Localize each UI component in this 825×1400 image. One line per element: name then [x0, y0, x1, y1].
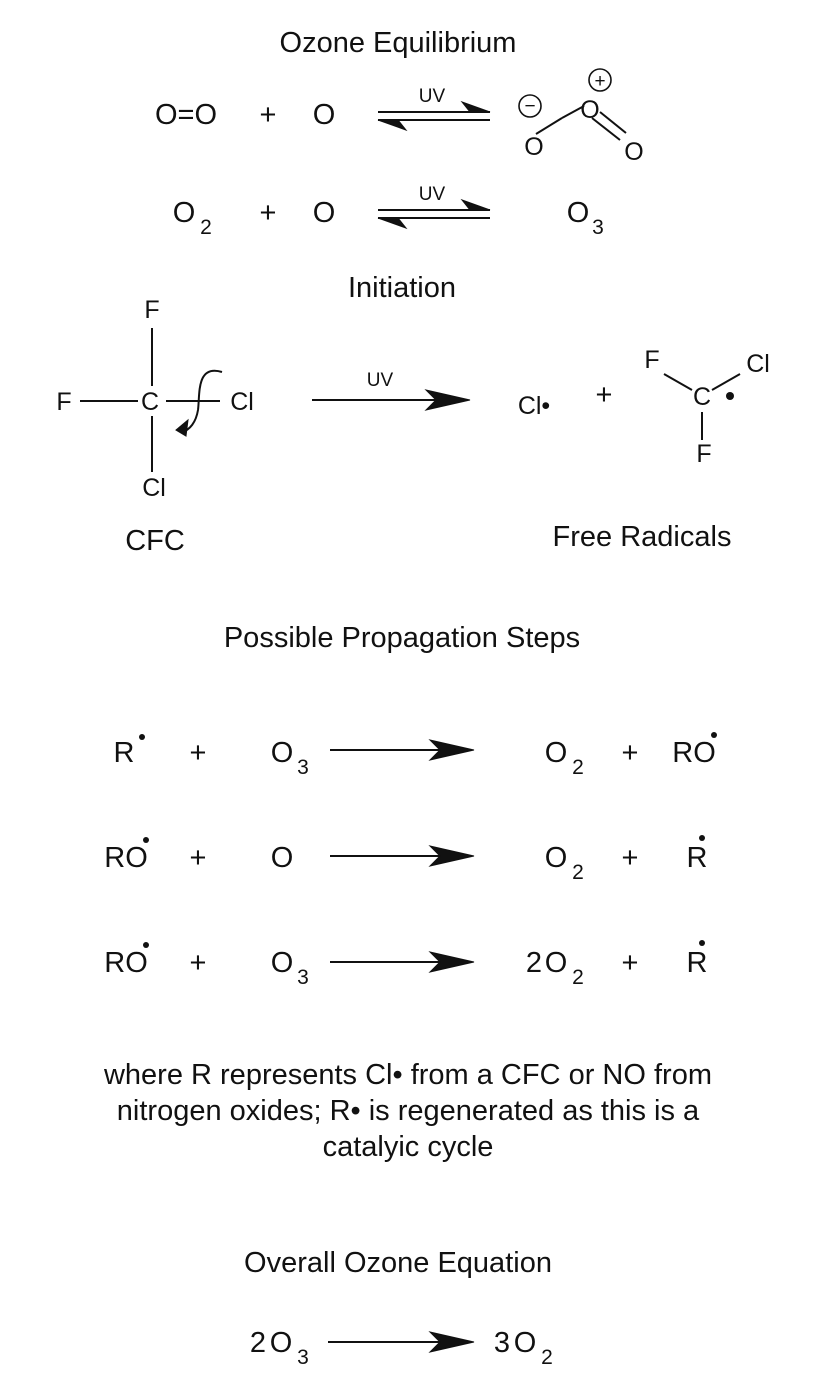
dioxygen-structure: O=O — [155, 99, 217, 131]
reactant-ozone-subscript: 3 — [297, 756, 309, 779]
product-radical: R — [687, 842, 708, 874]
free-radicals-label: Free Radicals — [553, 521, 732, 553]
reaction-arrow-icon — [312, 389, 471, 411]
plus-sign: + — [190, 947, 207, 979]
product-o2: O — [545, 737, 568, 769]
positive-charge-icon — [588, 68, 612, 92]
product-radical: RO — [672, 737, 716, 769]
reactant-ozone: O — [271, 737, 294, 769]
radical-carbon: C — [693, 383, 711, 411]
negative-charge: − — [524, 96, 535, 117]
radical-dot-icon — [699, 835, 705, 841]
radical-dot-icon — [139, 734, 145, 740]
uv-label: UV — [367, 370, 394, 391]
cfc-cl-right: Cl — [230, 388, 254, 416]
reaction-arrow-icon — [330, 951, 475, 973]
o3-symbol: O — [567, 197, 590, 229]
propagation-note: where R represents Cl• from a CFC or NO … — [103, 1059, 712, 1163]
ozone-o-right: O — [624, 138, 643, 166]
equilibrium-arrow-icon — [377, 100, 491, 132]
radical-cl: Cl — [746, 350, 770, 378]
cfc-cl-bottom: Cl — [142, 474, 166, 502]
product-o2: O — [545, 842, 568, 874]
o2-symbol: O — [173, 197, 196, 229]
overall-right-oxygen: O — [514, 1327, 537, 1359]
reaction-arrow-icon — [328, 1331, 475, 1353]
cfc-structure: F F C Cl Cl — [56, 296, 253, 502]
overall-right-coefficient: 3 — [494, 1327, 510, 1359]
propagation-step-3: RO + O 3 2 O 2 + R — [104, 940, 707, 989]
product-coefficient: 2 — [526, 947, 542, 979]
reactant-oxygen: O — [271, 842, 294, 874]
reaction-arrow-icon — [330, 739, 475, 761]
reactant-radical: RO — [104, 842, 148, 874]
plus-sign: + — [260, 99, 277, 131]
uv-label: UV — [419, 86, 446, 107]
overall-left-coefficient: 2 — [250, 1327, 266, 1359]
plus-sign: + — [622, 842, 639, 874]
product-o2-subscript: 2 — [572, 861, 584, 884]
plus-sign: + — [190, 737, 207, 769]
product-o2: O — [545, 947, 568, 979]
oxygen-atom: O — [313, 99, 336, 131]
equilibrium-row-1: O=O + O UV O O O − + — [155, 68, 644, 166]
fishhook-head-icon — [175, 418, 189, 437]
reactant-radical: RO — [104, 947, 148, 979]
overall-left-ozone: O — [270, 1327, 293, 1359]
plus-sign: + — [622, 737, 639, 769]
chlorine-radical: Cl• — [518, 392, 550, 420]
plus-sign: + — [260, 197, 277, 229]
initiation-title: Initiation — [348, 272, 456, 304]
propagation-title: Possible Propagation Steps — [224, 622, 580, 654]
equilibrium-title: Ozone Equilibrium — [280, 27, 517, 59]
negative-charge-icon — [518, 94, 542, 118]
reaction-arrow-icon — [330, 845, 475, 867]
equilibrium-arrow-icon — [377, 198, 491, 230]
note-line-1: where R represents Cl• from a CFC or NO … — [103, 1059, 712, 1091]
overall-equation: 2 O 3 3 O 2 — [250, 1327, 553, 1369]
o2-subscript: 2 — [200, 216, 212, 239]
reactant-ozone-subscript: 3 — [297, 966, 309, 989]
propagation-step-1: R + O 3 O 2 + RO — [114, 732, 717, 779]
uv-label: UV — [419, 184, 446, 205]
note-line-2: nitrogen oxides; R• is regenerated as th… — [117, 1095, 700, 1127]
ozone-o-center: O — [580, 96, 599, 124]
cfc-radical-structure: F Cl C F — [644, 346, 769, 468]
plus-sign: + — [190, 842, 207, 874]
radical-dot-icon — [726, 392, 734, 400]
product-o2-subscript: 2 — [572, 966, 584, 989]
overall-title: Overall Ozone Equation — [244, 1247, 552, 1279]
cfc-f-left: F — [56, 388, 71, 416]
radical-dot-icon — [143, 837, 149, 843]
homolytic-cleavage-arrow-icon — [181, 369, 223, 433]
radical-f-top: F — [644, 346, 659, 374]
overall-right-subscript: 2 — [541, 1346, 553, 1369]
note-line-3: catalyic cycle — [323, 1131, 494, 1163]
product-radical: R — [687, 947, 708, 979]
reactant-ozone: O — [271, 947, 294, 979]
reactant-radical: R — [114, 737, 135, 769]
product-o2-subscript: 2 — [572, 756, 584, 779]
oxygen-atom: O — [313, 197, 336, 229]
cfc-label: CFC — [125, 525, 185, 557]
radical-f-bottom: F — [696, 440, 711, 468]
ozone-structure: O O O − + — [518, 68, 644, 166]
propagation-step-2: RO + O O 2 + R — [104, 835, 707, 884]
ozone-o-left: O — [524, 133, 543, 161]
equilibrium-row-2: O 2 + O UV O 3 — [173, 184, 604, 239]
plus-sign: + — [622, 947, 639, 979]
radical-dot-icon — [699, 940, 705, 946]
plus-sign: + — [596, 379, 613, 411]
cfc-carbon: C — [141, 388, 159, 416]
radical-dot-icon — [143, 942, 149, 948]
o3-subscript: 3 — [592, 216, 604, 239]
overall-left-subscript: 3 — [297, 1346, 309, 1369]
cfc-f-top: F — [144, 296, 159, 324]
positive-charge: + — [594, 71, 605, 92]
radical-dot-icon — [711, 732, 717, 738]
